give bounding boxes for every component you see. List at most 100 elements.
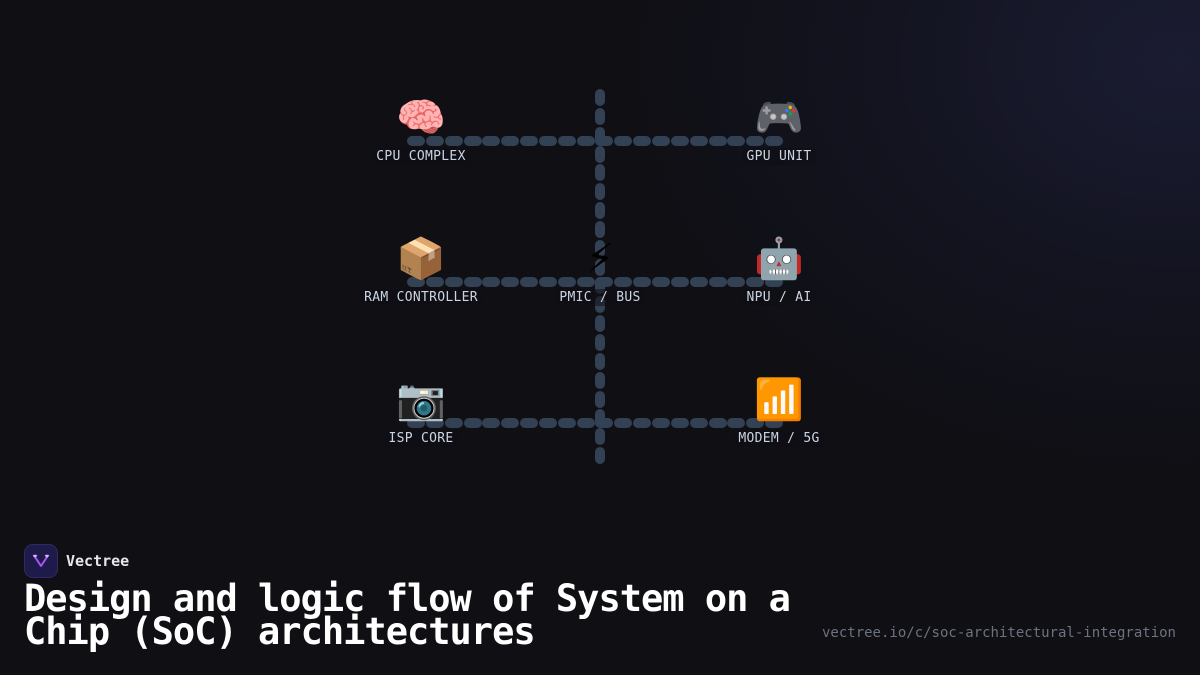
package-icon: 📦 — [396, 236, 446, 282]
rail-dash — [595, 107, 605, 125]
rail-dash — [538, 418, 557, 428]
rail-dash — [595, 428, 605, 446]
rail-dash — [670, 277, 689, 287]
rail-dash — [708, 418, 727, 428]
rail-dash — [727, 277, 746, 287]
node-pmic-bus[interactable]: ⚡ PMIC / BUS — [520, 235, 680, 306]
rail-dash — [746, 277, 765, 287]
rail-dash — [708, 277, 727, 287]
source-url[interactable]: vectree.io/c/soc-architectural-integrati… — [821, 625, 1176, 641]
rail-dash — [689, 136, 708, 146]
rail-dash — [425, 277, 444, 287]
rail-dash — [595, 258, 605, 276]
rail-dash — [670, 136, 689, 146]
game-controller-icon: 🎮 — [754, 95, 804, 141]
rail-dash — [425, 418, 444, 428]
rail-dash — [444, 136, 463, 146]
rail-dash — [576, 418, 595, 428]
rail-dash — [727, 418, 746, 428]
rail-dash — [595, 145, 605, 163]
rail-dash — [689, 418, 708, 428]
rail-dash — [595, 89, 605, 106]
rail-dash — [557, 136, 576, 146]
rail-dash — [595, 126, 605, 144]
rail-dash — [651, 277, 670, 287]
rail-dash — [595, 277, 605, 295]
lightning-icon: ⚡ — [585, 236, 615, 282]
rail-dash — [595, 220, 605, 238]
rail-dash — [595, 352, 605, 370]
rail-dash — [633, 136, 652, 146]
vectree-logo-icon — [24, 544, 58, 578]
rail-dash — [595, 239, 605, 257]
rail-dash — [633, 277, 652, 287]
node-cpu-complex[interactable]: 🧠 CPU COMPLEX — [341, 94, 501, 165]
rail-dash — [501, 277, 520, 287]
brain-icon: 🧠 — [396, 95, 446, 141]
rail-dash — [425, 136, 444, 146]
node-label: GPU UNIT — [742, 148, 816, 165]
rail-dash — [765, 277, 784, 287]
node-label: MODEM / 5G — [734, 430, 824, 447]
node-label: RAM CONTROLLER — [360, 289, 482, 306]
rail-dash — [765, 418, 784, 428]
rail-dash — [557, 418, 576, 428]
rail-dash — [482, 418, 501, 428]
rail-dash — [595, 371, 605, 389]
rail-dash — [670, 418, 689, 428]
node-label: ISP CORE — [384, 430, 458, 447]
rail-dash — [727, 136, 746, 146]
rail-dash — [595, 390, 605, 408]
rail-dash — [595, 164, 605, 182]
rail-dash — [520, 418, 539, 428]
node-modem-5g[interactable]: 📶 MODEM / 5G — [699, 376, 859, 447]
rail-dash — [614, 418, 633, 428]
rail-dash — [614, 277, 633, 287]
brand-name: Vectree — [66, 552, 130, 570]
rail-dash — [595, 333, 605, 351]
rail-dash — [595, 183, 605, 201]
rail-dash — [538, 277, 557, 287]
rail-dash — [520, 277, 539, 287]
rail-dash — [444, 277, 463, 287]
camera-icon: 📷 — [396, 377, 446, 423]
node-label: CPU COMPLEX — [372, 148, 470, 165]
rail-dash — [614, 136, 633, 146]
rail-dash — [463, 136, 482, 146]
bus-rail-bottom — [407, 418, 784, 428]
rail-dash — [576, 136, 595, 146]
rail-dash — [407, 418, 425, 428]
rail-dash — [633, 418, 652, 428]
page-title: Design and logic flow of System on a Chi… — [24, 577, 791, 653]
rail-dash — [708, 136, 727, 146]
rail-dash — [765, 136, 784, 146]
node-gpu-unit[interactable]: 🎮 GPU UNIT — [699, 94, 859, 165]
rail-dash — [482, 277, 501, 287]
node-isp-core[interactable]: 📷 ISP CORE — [341, 376, 501, 447]
rail-dash — [407, 136, 425, 146]
robot-icon: 🤖 — [754, 236, 804, 282]
rail-dash — [595, 202, 605, 220]
rail-dash — [538, 136, 557, 146]
rail-dash — [501, 136, 520, 146]
rail-dash — [689, 277, 708, 287]
rail-dash — [482, 136, 501, 146]
rail-dash — [407, 277, 425, 287]
node-label: PMIC / BUS — [555, 289, 645, 306]
rail-dash — [595, 447, 605, 465]
rail-dash — [557, 277, 576, 287]
rail-dash — [501, 418, 520, 428]
rail-dash — [651, 136, 670, 146]
rail-dash — [746, 136, 765, 146]
node-npu-ai[interactable]: 🤖 NPU / AI — [699, 235, 859, 306]
signal-bars-icon: 📶 — [754, 377, 804, 423]
node-label: NPU / AI — [742, 289, 816, 306]
rail-dash — [746, 418, 765, 428]
rail-dash — [520, 136, 539, 146]
brand: Vectree — [24, 544, 129, 578]
rail-dash — [463, 277, 482, 287]
rail-dash — [576, 277, 595, 287]
rail-dash — [595, 409, 605, 427]
node-ram-controller[interactable]: 📦 RAM CONTROLLER — [341, 235, 501, 306]
